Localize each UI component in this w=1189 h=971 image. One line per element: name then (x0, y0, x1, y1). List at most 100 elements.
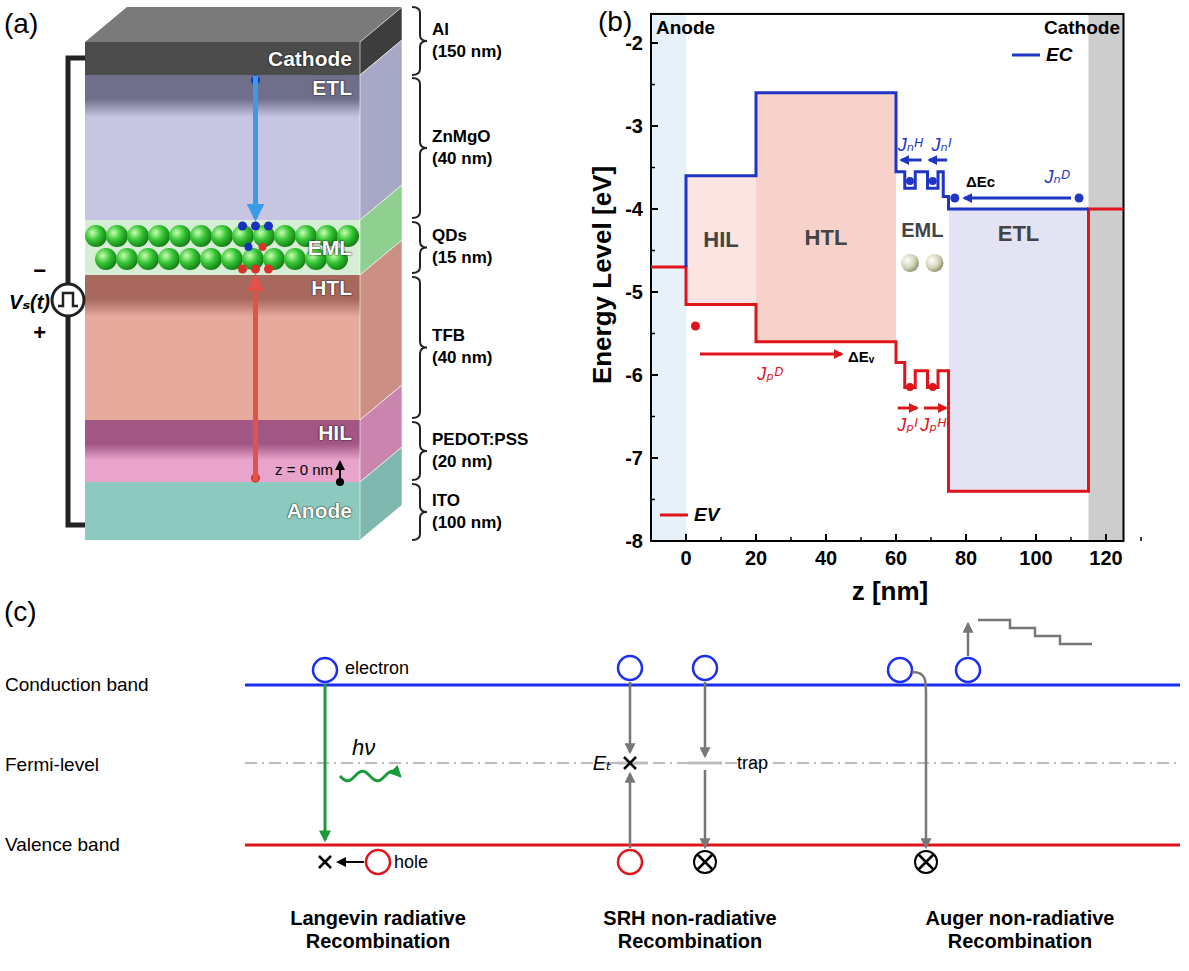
axis-tick (651, 499, 655, 501)
carrier-dot (245, 243, 253, 251)
carrier-dot (691, 322, 700, 331)
axis-tick (895, 534, 897, 541)
carrier-dot (259, 243, 267, 251)
cathode-region (1089, 14, 1124, 541)
electron-circle (618, 656, 642, 680)
mechanism-title: Langevin radiative Recombination (262, 907, 494, 953)
auger-transition (912, 672, 926, 847)
tick-label: -4 (625, 198, 643, 221)
layer-label: HTL (311, 276, 352, 299)
carrier-dot (264, 222, 273, 231)
carrier-dot (251, 265, 260, 274)
cross-mark (919, 855, 934, 870)
valence-band-line (245, 844, 1180, 847)
annotation: trap (737, 753, 768, 774)
layer-label: HTL (805, 226, 848, 250)
z-axis-arrow (339, 462, 341, 480)
quantum-dot (158, 248, 180, 270)
hole-circle (366, 850, 390, 874)
electrode-label: Cathode (1044, 17, 1120, 39)
current-arrow (924, 407, 946, 410)
layer-material-label: QDs (432, 226, 467, 246)
hole-arrow (338, 861, 364, 863)
axis-tick (685, 534, 687, 541)
layer-side-face (360, 447, 402, 540)
current-arrow (898, 407, 917, 410)
tick-label: -8 (625, 530, 643, 553)
tick-label: 120 (1089, 547, 1122, 570)
plot-frame (651, 14, 1124, 541)
brace (412, 422, 427, 480)
tick-label: 20 (745, 547, 767, 570)
wire (68, 58, 85, 284)
capture-arrow (704, 682, 707, 756)
current-label: Jₚᴰ (757, 364, 782, 385)
axis-tick (651, 333, 655, 335)
electron-circle (313, 658, 337, 682)
layer-material-label: ITO (432, 491, 460, 511)
layer-label: EML (901, 219, 943, 241)
layer-material-label: TFB (432, 326, 465, 346)
carrier-dot (1075, 194, 1084, 203)
carrier-dot (251, 222, 260, 231)
quantum-dot (137, 248, 159, 270)
axis-title: z [nm] (852, 577, 929, 607)
thermalization-steps (978, 620, 1092, 644)
htl-band: HTL (756, 93, 896, 342)
layer-material-label: Al (432, 20, 449, 40)
tick-label: 60 (885, 547, 907, 570)
carrier-dot (238, 222, 247, 231)
axis-tick (930, 537, 932, 541)
layer-label: HIL (318, 421, 352, 444)
conduction-band-line (245, 684, 1180, 687)
axis-tick (1140, 537, 1142, 541)
current-label: Jₙᴵ (931, 135, 950, 156)
electron-circle (693, 656, 717, 680)
axis-tick (651, 42, 658, 44)
current-label: Jₙᴴ (898, 135, 923, 156)
axis-tick (651, 250, 655, 252)
brace (412, 222, 427, 273)
annihilated-carrier (915, 851, 937, 873)
source-label: Vₛ(t) (9, 291, 50, 314)
quantum-dot (179, 248, 201, 270)
axis-tick (1105, 534, 1107, 541)
layer-label: Anode (287, 499, 352, 522)
wire (68, 316, 85, 525)
current-arrow (964, 197, 1071, 200)
axis-tick (1000, 537, 1002, 541)
layer-label: ETL (312, 76, 352, 99)
cathode-layer: Cathode (85, 42, 360, 75)
brace (412, 277, 427, 418)
quantum-dot (211, 225, 233, 247)
annihilated-carrier (694, 851, 716, 873)
quantum-dot (274, 225, 296, 247)
current-label: Jₙᴰ (1045, 167, 1070, 188)
current-label: ΔEc (966, 173, 995, 190)
annotation: hole (394, 852, 428, 873)
layer-material-label: (150 nm) (432, 42, 502, 62)
cross-mark (624, 757, 636, 769)
tick-label: -2 (625, 32, 643, 55)
quantum-dot (127, 225, 149, 247)
axis-tick (1035, 534, 1037, 541)
quantum-dot (106, 225, 128, 247)
axis-tick (651, 540, 658, 542)
annotation: electron (345, 658, 409, 679)
quantum-dot (148, 225, 170, 247)
carrier-dot (929, 177, 937, 185)
photon-wave (340, 771, 400, 781)
quantum-dot (85, 225, 107, 247)
legend-line (1012, 54, 1040, 57)
current-arrow (700, 353, 842, 356)
annotation: Eₜ (593, 752, 612, 775)
quantum-dot (169, 225, 191, 247)
cross-mark (319, 856, 331, 868)
legend-line (660, 514, 688, 517)
energy-level-label: Fermi-level (5, 754, 99, 776)
brace (412, 78, 427, 218)
eml-band: EML (896, 205, 949, 265)
brace (412, 484, 427, 540)
tick-label: -6 (625, 364, 643, 387)
